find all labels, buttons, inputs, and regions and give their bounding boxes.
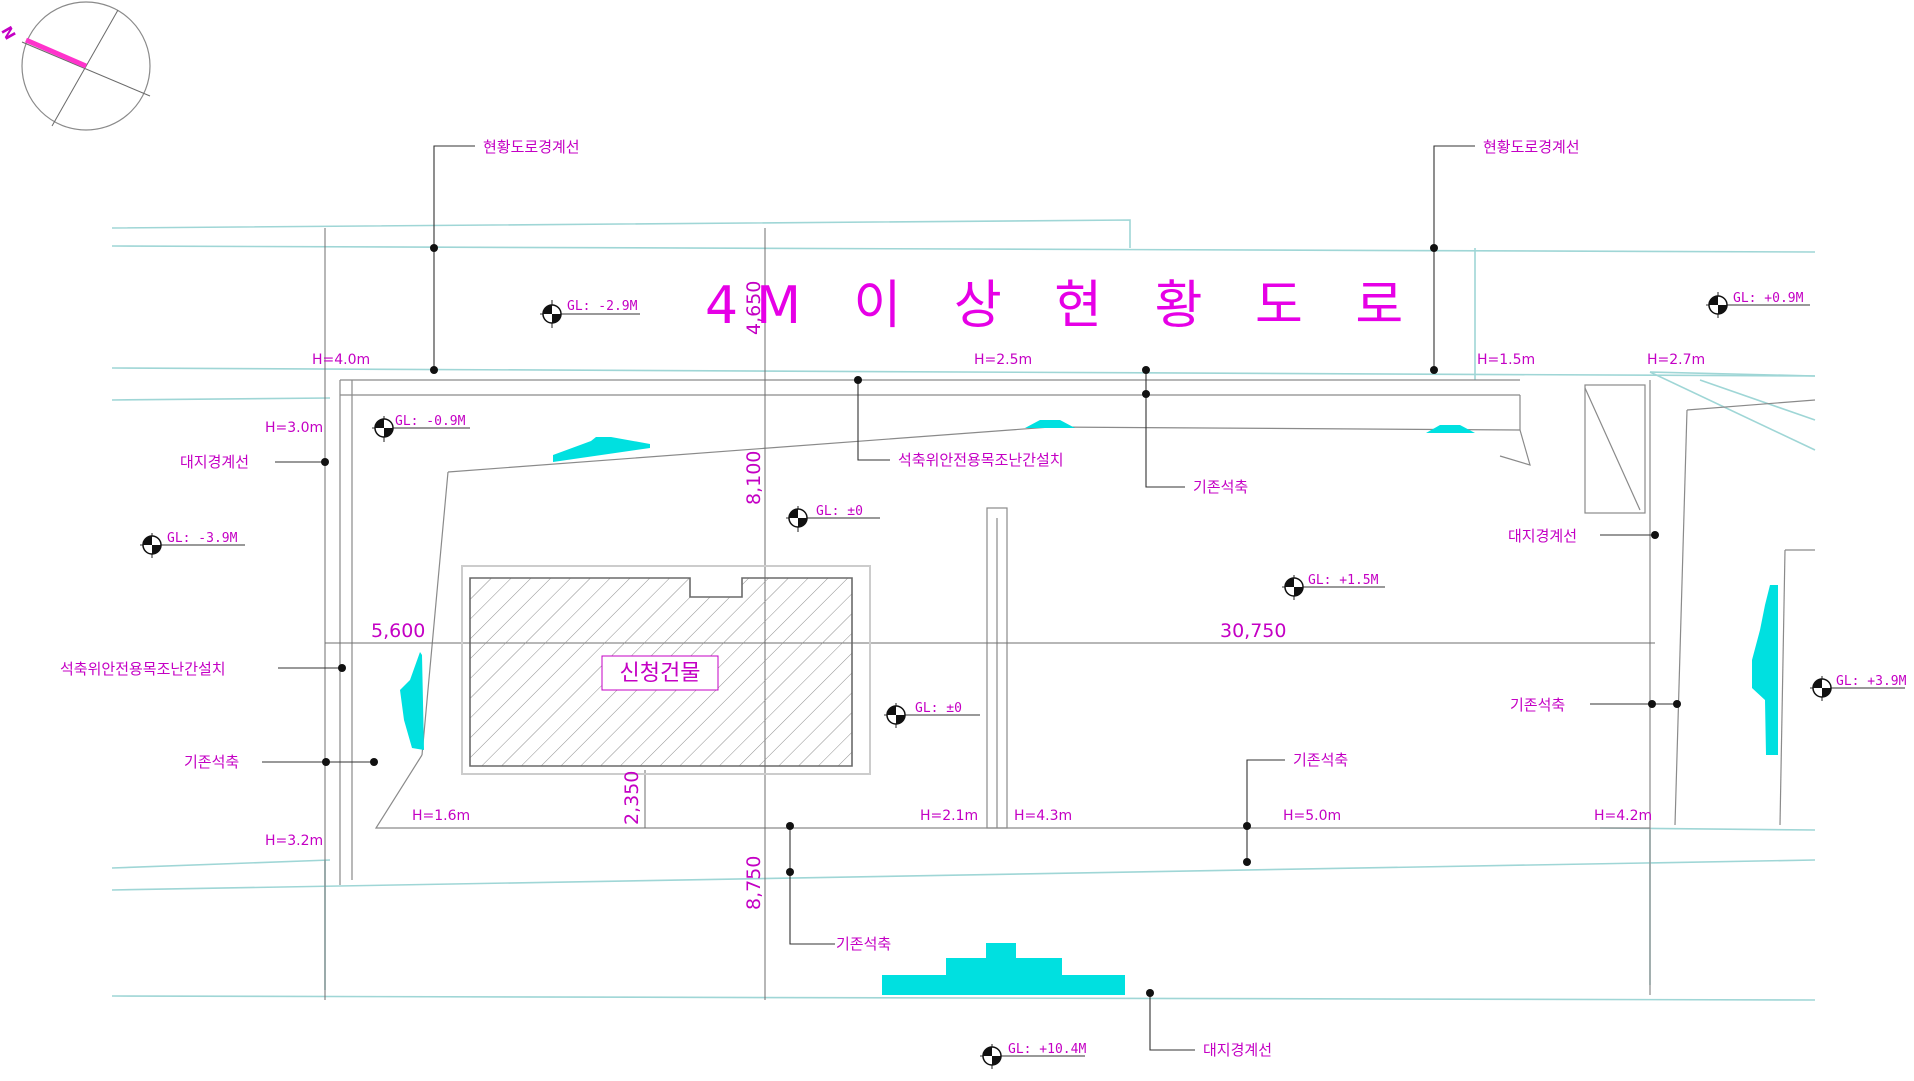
height-label: H=3.0m xyxy=(265,420,323,436)
gl-marker-icon xyxy=(1706,292,1810,318)
road-outlines xyxy=(111,219,1816,1001)
north-arrow-icon: N xyxy=(0,1,151,131)
height-label: H=1.6m xyxy=(412,808,470,824)
height-label: H=5.0m xyxy=(1283,808,1341,824)
site-boundary xyxy=(339,379,1816,995)
height-label: H=4.0m xyxy=(312,352,370,368)
road-title: 4M 이 상 현 황 도 로 xyxy=(705,276,1421,336)
road-boundary-label: 현황도로경계선 xyxy=(483,138,580,156)
railing-label: 석축위안전용목조난간설치 xyxy=(60,660,226,678)
road-boundary-label: 현황도로경계선 xyxy=(1483,138,1580,156)
building-label: 신청건물 xyxy=(620,661,701,686)
gl-marker-icon xyxy=(980,1044,1085,1069)
dimension-label: 8,100 xyxy=(743,451,765,505)
height-label: H=2.1m xyxy=(920,808,978,824)
leader-lines xyxy=(262,145,1681,1051)
dimension-label: 8,750 xyxy=(743,856,765,910)
existing-wall-label: 기존석축 xyxy=(836,935,891,953)
site-boundary-label: 대지경계선 xyxy=(1508,527,1577,545)
dimension-label: 2,350 xyxy=(621,771,643,825)
gl-marker-icon xyxy=(372,416,470,442)
gl-label: GL: +0.9M xyxy=(1733,291,1804,306)
height-label: H=3.2m xyxy=(265,833,323,849)
dimension-label: 4,650 xyxy=(743,281,765,335)
gl-marker-icon xyxy=(1810,676,1905,701)
retaining-walls xyxy=(400,420,1778,995)
height-label: H=2.7m xyxy=(1647,352,1705,368)
gl-label: GL: -0.9M xyxy=(395,414,466,429)
gl-label: GL: ±0 xyxy=(915,701,962,716)
dimension-label: 30,750 xyxy=(1220,620,1286,642)
site-boundary-label: 대지경계선 xyxy=(180,453,249,471)
gl-marker-icon xyxy=(884,703,980,728)
gl-label: GL: -3.9M xyxy=(167,531,238,546)
ground-level-labels: GL: -2.9M GL: +0.9M GL: -0.9M GL: ±0 GL:… xyxy=(167,291,1907,1057)
gl-marker-icon xyxy=(1282,575,1385,600)
gl-label: GL: ±0 xyxy=(816,504,863,519)
existing-wall-label: 기존석축 xyxy=(1293,751,1348,769)
height-labels: H=4.0m H=2.5m H=1.5m H=2.7m H=3.0m H=1.6… xyxy=(265,352,1705,849)
existing-wall-label: 기존석축 xyxy=(1510,696,1565,714)
gl-label: GL: -2.9M xyxy=(567,299,638,314)
dimension-labels: 4,650 8,100 5,600 30,750 2,350 8,750 xyxy=(371,281,1286,910)
height-label: H=2.5m xyxy=(974,352,1032,368)
gl-marker-icon xyxy=(140,533,245,558)
gl-label: GL: +3.9M xyxy=(1836,674,1907,689)
existing-wall-label: 기존석축 xyxy=(1193,478,1248,496)
ground-level-markers xyxy=(140,292,1905,1069)
site-boundary-label: 대지경계선 xyxy=(1203,1041,1272,1059)
gl-label: GL: +10.4M xyxy=(1008,1042,1086,1057)
height-label: H=4.3m xyxy=(1014,808,1072,824)
height-label: H=4.2m xyxy=(1594,808,1652,824)
dimension-label: 5,600 xyxy=(371,620,425,642)
railing-label: 석축위안전용목조난간설치 xyxy=(898,451,1064,469)
height-label: H=1.5m xyxy=(1477,352,1535,368)
annotation-labels: 현황도로경계선 현황도로경계선 석축위안전용목조난간설치 기존석축 대지경계선 … xyxy=(60,138,1580,1059)
gl-marker-icon xyxy=(540,300,640,328)
building-footprint: 신청건물 xyxy=(461,565,871,775)
north-label: N xyxy=(0,23,19,43)
gl-marker-icon xyxy=(786,506,880,532)
gl-label: GL: +1.5M xyxy=(1308,573,1379,588)
existing-wall-label: 기존석축 xyxy=(184,753,239,771)
